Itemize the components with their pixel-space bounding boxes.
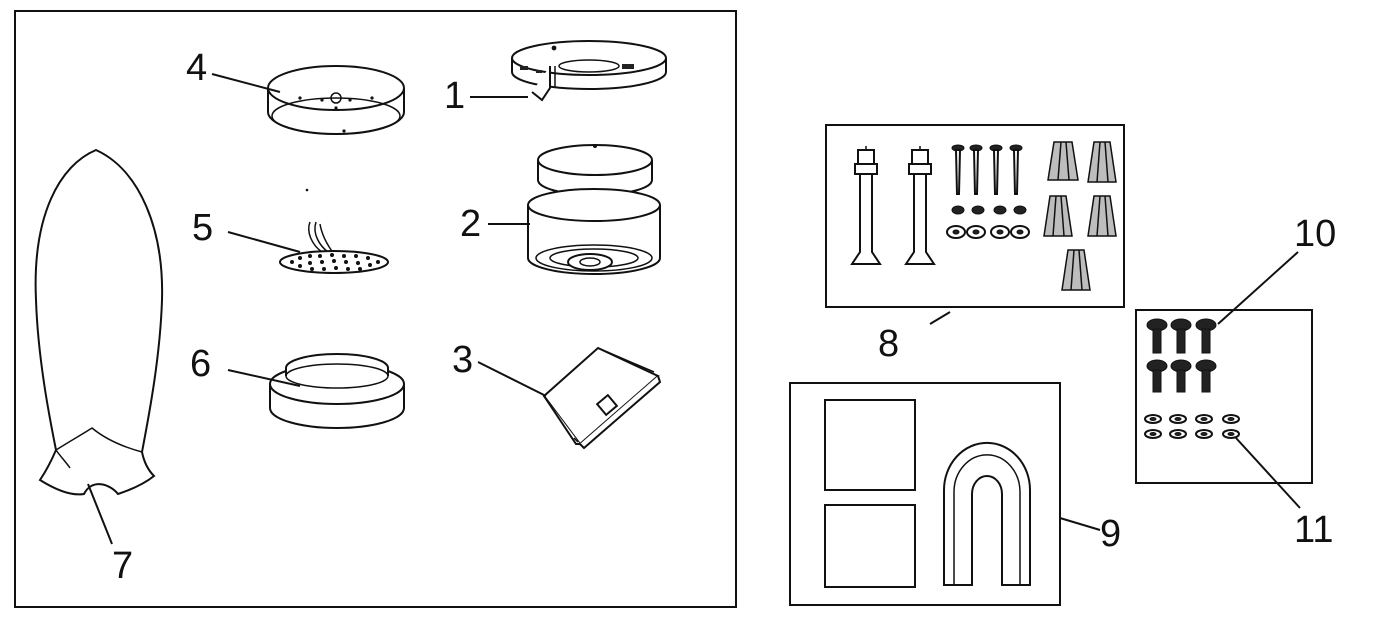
label-10: 10 [1294,213,1336,255]
motor-housing-icon [527,144,661,275]
label-5: 5 [192,207,213,249]
label-9: 9 [1100,513,1121,555]
label-8: 8 [878,323,899,365]
light-cover-icon [269,353,405,429]
blade-arm-icon [542,346,662,450]
main-parts-frame [14,10,737,608]
label-4: 4 [186,47,207,89]
label-6: 6 [190,343,211,385]
leader-line-8 [929,311,951,325]
blade-screws-icon [1146,318,1217,393]
canopy-icon [267,65,405,135]
label-1: 1 [444,75,465,117]
mounting-hardware-icon [825,124,1125,308]
label-3: 3 [452,339,473,381]
leader-line-9 [1059,517,1101,531]
fiber-washers-icon [1144,414,1240,439]
mounting-bracket-icon [511,40,667,102]
leader-line-11 [1235,437,1301,509]
leader-line-4 [211,73,281,93]
label-11: 11 [1294,509,1333,551]
fan-blade-icon [34,148,164,496]
leader-line-3 [477,361,547,397]
leader-line-5 [227,231,301,253]
leader-line-10 [1217,251,1299,325]
led-light-module-icon [279,188,389,274]
blade-hardware-box [1135,309,1313,484]
label-7: 7 [112,545,133,587]
leader-line-6 [227,369,301,387]
balancing-kit-icon [789,382,1061,606]
label-2: 2 [460,203,481,245]
leader-line-7 [87,483,113,545]
